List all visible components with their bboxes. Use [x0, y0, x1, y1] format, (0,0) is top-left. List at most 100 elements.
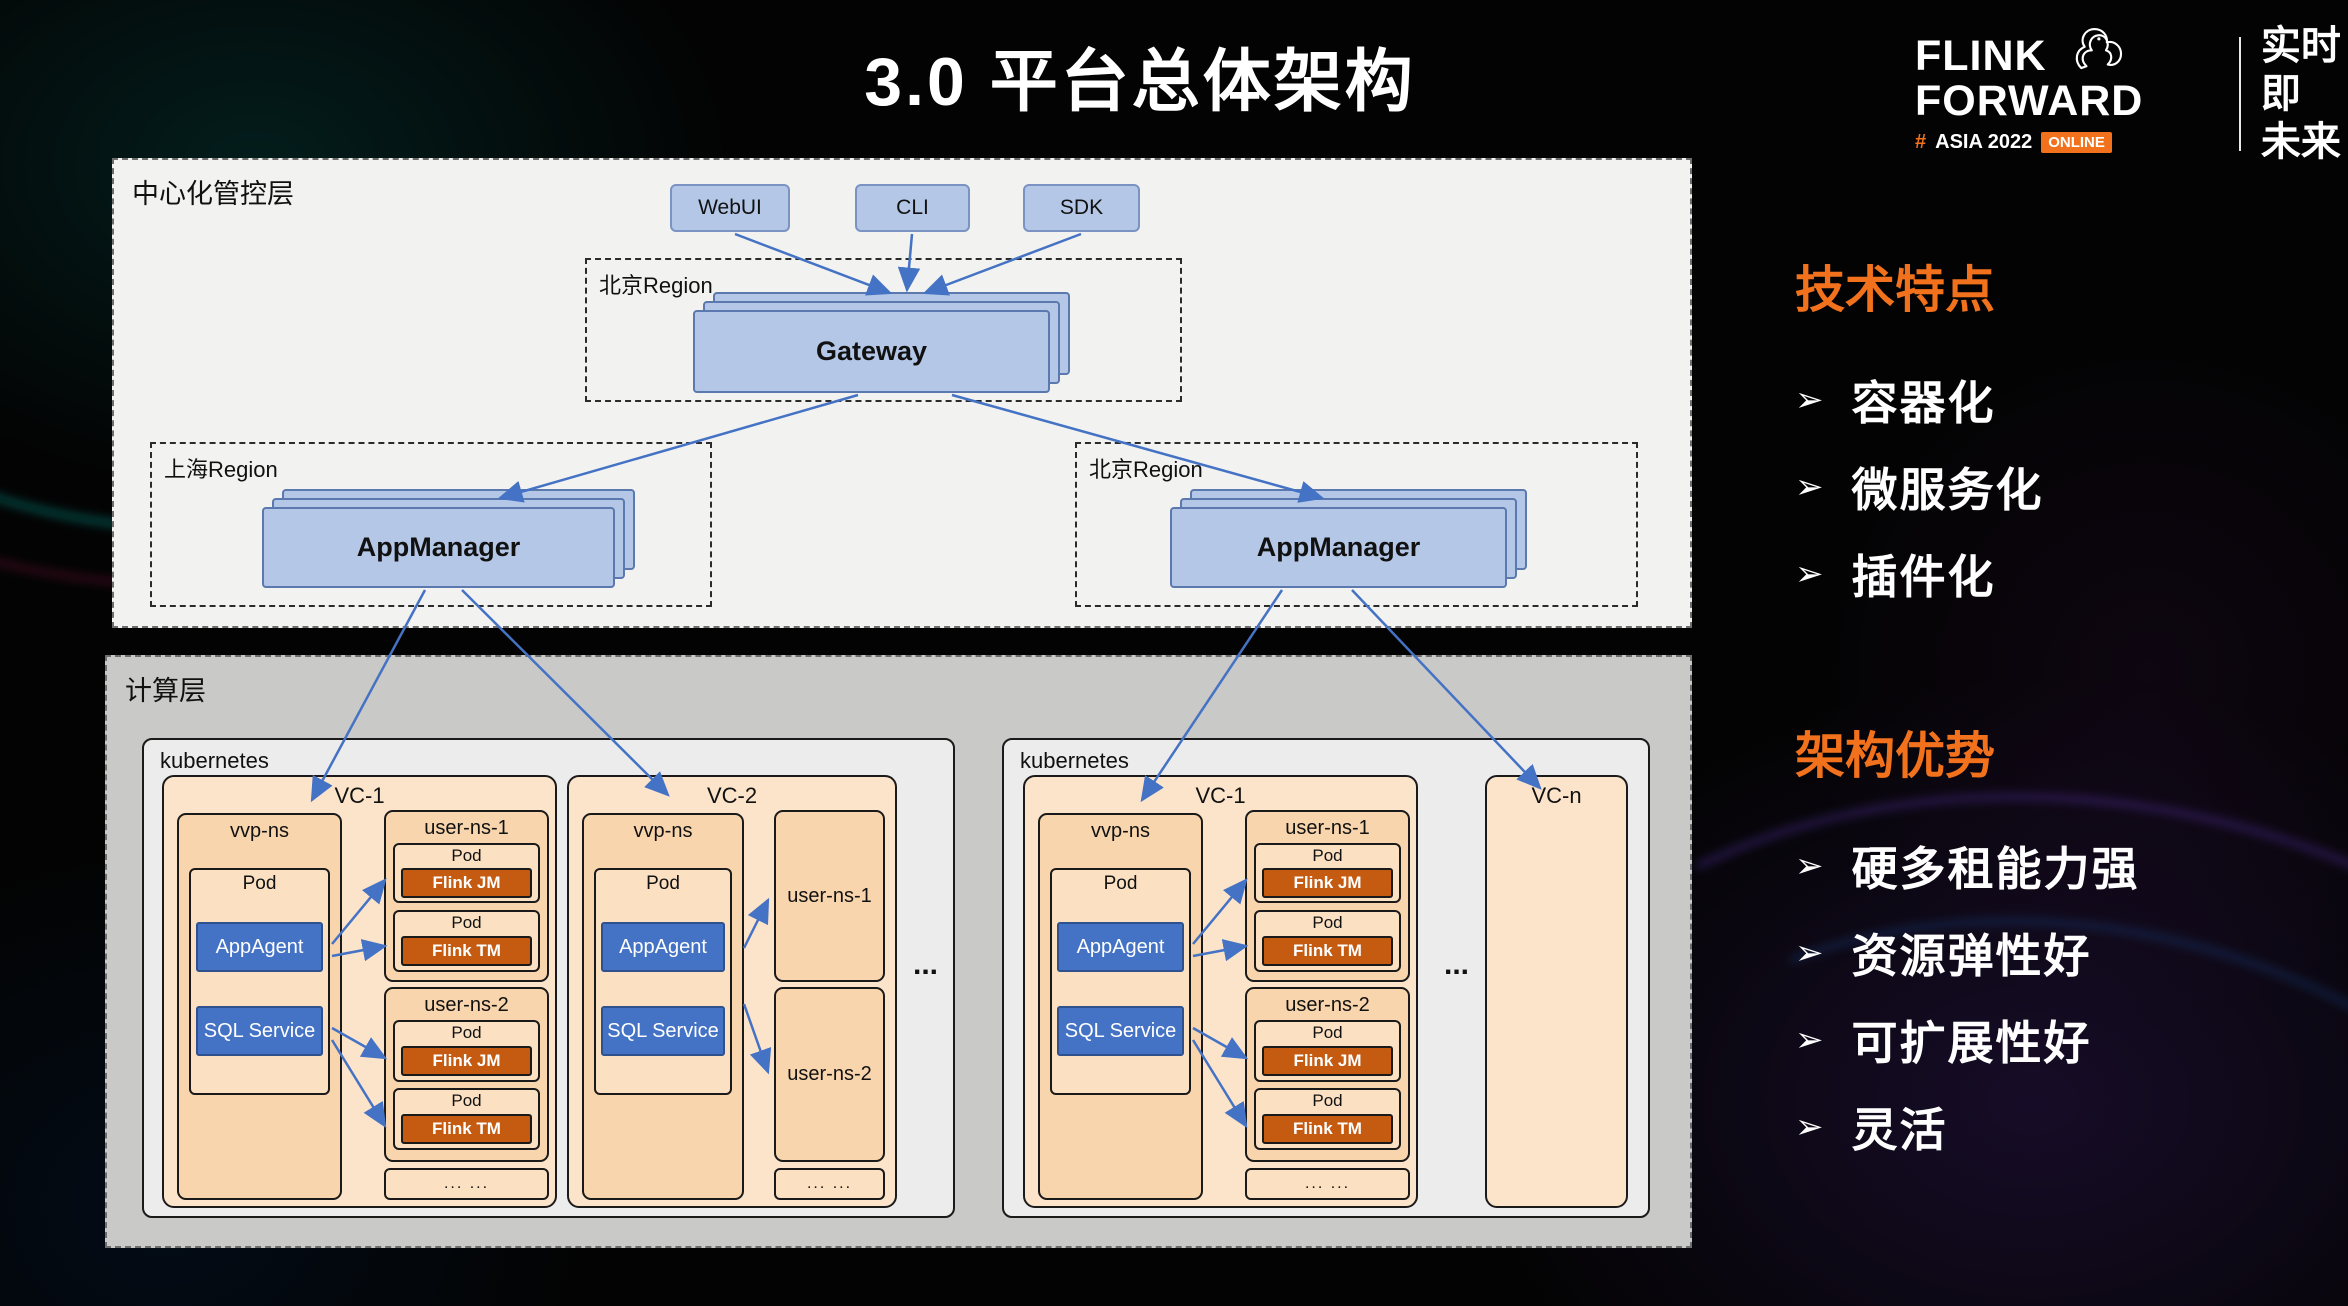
advantage-text: 可扩展性好 [1851, 1016, 2092, 1069]
arch-advantages-section: 架构优势 ➢ 硬多租能力强 ➢ 资源弹性好 ➢ 可扩展性好 ➢ 灵活 [1795, 716, 2345, 1170]
compute-layer-label: 计算层 [125, 676, 206, 706]
appmanager-left-stack: AppManager [262, 489, 635, 588]
vcn-label: VC-n [1531, 783, 1582, 808]
vcn-box: VC-n [1485, 775, 1628, 1208]
flink-jm-box: Flink JM [401, 868, 532, 898]
advantage-item: ➢ 资源弹性好 [1795, 909, 2345, 996]
pod-label: Pod [242, 873, 277, 894]
logo-hash: # [1915, 130, 1927, 153]
beijing-region-right-label: 北京Region [1089, 457, 1203, 482]
advantage-text: 灵活 [1851, 1103, 1948, 1156]
advantage-text: 资源弹性好 [1851, 929, 2092, 982]
flink-tm-box: Flink TM [1262, 936, 1393, 966]
more-pods-box: ... ... [384, 1168, 549, 1200]
logo-flink-text: FLINK [1915, 32, 2047, 81]
flink-tm-box: Flink TM [1262, 1114, 1393, 1144]
arrow-bullet-icon: ➢ [1795, 380, 1824, 419]
advantage-item: ➢ 灵活 [1795, 1083, 2345, 1170]
feature-text: 插件化 [1851, 550, 1996, 603]
tagline-line2: 未来 [2260, 120, 2341, 164]
pod-label: Pod [451, 846, 482, 865]
kubernetes-label: kubernetes [160, 748, 269, 773]
pod-label: Pod [451, 1023, 482, 1042]
pod-label: Pod [1312, 913, 1343, 932]
logo-divider [2239, 37, 2241, 151]
user-ns-2-label: user-ns-2 [424, 994, 509, 1016]
user-ns-2-label: user-ns-2 [1285, 994, 1370, 1016]
user-ns-1-box: user-ns-1 [774, 810, 885, 982]
flink-jm-box: Flink JM [401, 1046, 532, 1076]
gateway-box: Gateway [693, 310, 1050, 393]
cli-box: CLI [855, 184, 970, 232]
feature-text: 微服务化 [1851, 463, 2044, 516]
beijing-region-gateway: 北京Region [585, 258, 1182, 402]
kubernetes-label: kubernetes [1020, 748, 1129, 773]
more-pods-box: ... ... [774, 1168, 885, 1200]
logo-online-badge: ONLINE [2041, 131, 2112, 153]
beijing-region-gateway-label: 北京Region [599, 273, 713, 298]
flink-tm-box: Flink TM [401, 1114, 532, 1144]
arrow-bullet-icon: ➢ [1795, 933, 1824, 972]
sdk-box: SDK [1023, 184, 1140, 232]
advantage-item: ➢ 硬多租能力强 [1795, 822, 2345, 909]
pod-label: Pod [451, 1091, 482, 1110]
vvp-ns-label: vvp-ns [633, 820, 693, 842]
pod-label: Pod [1103, 873, 1138, 894]
user-ns-1-label: user-ns-1 [1285, 817, 1370, 839]
pod-label: Pod [646, 873, 680, 894]
vc2-label: VC-2 [706, 783, 758, 808]
sql-service-box: SQL Service [196, 1006, 323, 1056]
user-ns-1-label: user-ns-1 [424, 817, 509, 839]
logo-tagline: 实时即 未来 [2261, 22, 2348, 166]
arrow-bullet-icon: ➢ [1795, 554, 1824, 593]
logo-forward-text: FORWARD [1915, 77, 2144, 125]
pod-label: Pod [1312, 1091, 1343, 1110]
advantage-text: 硬多租能力强 [1851, 842, 2140, 895]
tech-features-title: 技术特点 [1795, 262, 1995, 318]
arrow-bullet-icon: ➢ [1795, 1020, 1824, 1059]
squirrel-icon [2075, 28, 2123, 70]
vvp-pod-box: Pod [189, 868, 330, 1095]
management-layer-label: 中心化管控层 [132, 179, 294, 209]
feature-text: 容器化 [1851, 376, 1996, 429]
logo-asia-text: ASIA 2022 [1935, 130, 2033, 153]
arrow-bullet-icon: ➢ [1795, 846, 1824, 885]
flink-jm-box: Flink JM [1262, 868, 1393, 898]
shanghai-region: 上海Region [150, 442, 712, 607]
app-agent-box: AppAgent [1057, 922, 1184, 972]
shanghai-region-label: 上海Region [164, 457, 278, 482]
vc1-label: VC-1 [334, 783, 385, 808]
webui-box: WebUI [670, 184, 790, 232]
flink-tm-box: Flink TM [401, 936, 532, 966]
appmanager-right-stack: AppManager [1170, 489, 1527, 588]
arrow-bullet-icon: ➢ [1795, 1107, 1824, 1146]
more-pods-box: ... ... [1245, 1168, 1410, 1200]
appmanager-left-box: AppManager [262, 507, 615, 588]
page-title: 3.0 平台总体架构 [864, 44, 1416, 120]
tagline-line1: 实时即 [2260, 24, 2341, 116]
appmanager-right-box: AppManager [1170, 507, 1507, 588]
vvp-pod-box: Pod [594, 868, 732, 1095]
user-ns-2-box: user-ns-2 [774, 987, 885, 1162]
flink-jm-box: Flink JM [1262, 1046, 1393, 1076]
user-ns-1-label: user-ns-1 [787, 884, 872, 907]
pod-label: Pod [1312, 846, 1343, 865]
more-vcs-ellipsis: ... [1444, 948, 1470, 981]
pod-label: Pod [1312, 1023, 1343, 1042]
vvp-pod-box: Pod [1050, 868, 1191, 1095]
sql-service-box: SQL Service [601, 1006, 725, 1056]
vc1-label: VC-1 [1195, 783, 1246, 808]
logo-subline: # ASIA 2022 ONLINE [1915, 131, 2143, 154]
user-ns-2-label: user-ns-2 [787, 1063, 872, 1085]
vvp-ns-label: vvp-ns [1091, 820, 1150, 842]
arch-advantages-title: 架构优势 [1795, 728, 1995, 784]
app-agent-box: AppAgent [601, 922, 725, 972]
feature-item: ➢ 插件化 [1795, 530, 2345, 617]
tech-features-section: 技术特点 ➢ 容器化 ➢ 微服务化 ➢ 插件化 [1795, 250, 2345, 617]
logo-text-block: FLINK FORWARD # ASIA 2022 ONLINE [1915, 28, 2144, 154]
pod-label: Pod [451, 913, 482, 932]
sql-service-box: SQL Service [1057, 1006, 1184, 1056]
vvp-ns-label: vvp-ns [230, 820, 289, 842]
gateway-stack: Gateway [693, 292, 1070, 393]
arrow-bullet-icon: ➢ [1795, 467, 1824, 506]
